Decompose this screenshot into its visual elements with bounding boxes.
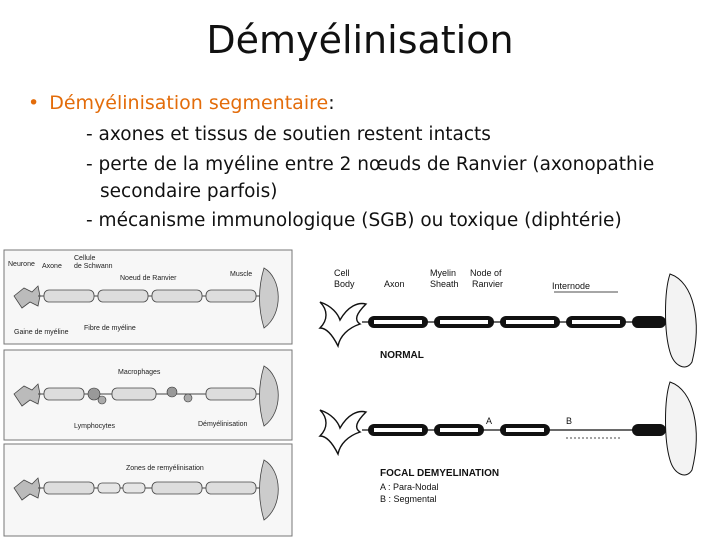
sub-line-4: - mécanisme immunologique (SGB) ou toxiq…: [86, 210, 622, 231]
macrophage-cell: [87, 387, 101, 401]
muscle-shape: [259, 267, 279, 329]
label-macrophages: Macrophages: [118, 369, 161, 376]
label-sheath: Sheath: [430, 279, 459, 289]
label-neurone: Neurone: [8, 261, 35, 268]
lymphocyte-cell: [97, 395, 107, 405]
label-a: A: [486, 416, 492, 426]
myelin-segment: [151, 289, 203, 303]
myelin-segment: [43, 289, 95, 303]
sub-line-3: secondaire parfois): [100, 181, 278, 202]
normal-myelin-row: [368, 316, 666, 328]
label-fibre: Fibre de myéline: [84, 325, 136, 332]
label-b: B: [566, 416, 572, 426]
label-ranvier: Noeud de Ranvier: [120, 275, 177, 282]
sub-line-2: - perte de la myéline entre 2 nœuds de R…: [86, 154, 655, 175]
panel-normal: Neurone Axone Cellule de Schwann Noeud d…: [3, 249, 293, 345]
slide-title: Démyélinisation: [206, 18, 514, 62]
left-demyelination-figure: Neurone Axone Cellule de Schwann Noeud d…: [3, 249, 293, 537]
label-ranvier-en: Ranvier: [472, 279, 503, 289]
bullet-heading: • Démyélinisation segmentaire:: [28, 92, 335, 114]
legend-a: A : Para-Nodal: [380, 482, 439, 492]
label-internode: Internode: [552, 281, 590, 291]
panel-remyelination: Zones de remyélinisation: [3, 443, 293, 537]
label-normal: NORMAL: [380, 350, 424, 361]
sub-line-1: - axones et tissus de soutien restent in…: [86, 124, 491, 145]
label-gaine: Gaine de myéline: [14, 329, 69, 336]
label-muscle: Muscle: [230, 271, 252, 278]
bullet-colon: :: [328, 92, 335, 114]
bullet-dot-icon: •: [28, 92, 40, 114]
bullet-heading-text: Démyélinisation segmentaire: [49, 92, 329, 114]
label-schwann: de Schwann: [74, 263, 113, 270]
focal-demyelination-neuron: A B FOCAL DEMYELINATION A : Para-Nodal B…: [318, 381, 697, 504]
panel-demyelination: Macrophages Lymphocytes Démyélinisation: [3, 349, 293, 441]
label-axone: Axone: [42, 263, 62, 270]
label-myelin: Myelin: [430, 268, 456, 278]
label-node-of: Node of: [470, 268, 502, 278]
label-lymphocytes: Lymphocytes: [74, 423, 115, 430]
label-cellule: Cellule: [74, 255, 96, 262]
muscle-fiber-normal: [665, 273, 697, 368]
myelin-segment: [205, 289, 257, 303]
right-demyelination-figure: Cell Body Axon Myelin Sheath Node of Ran…: [318, 268, 697, 504]
label-cell: Cell: [334, 268, 350, 278]
label-demyelinisation: Démyélinisation: [198, 421, 248, 428]
label-body: Body: [334, 279, 355, 289]
legend-b: B : Segmental: [380, 494, 437, 504]
label-zones: Zones de remyélinisation: [126, 465, 204, 472]
label-axon: Axon: [384, 279, 405, 289]
label-focal: FOCAL DEMYELINATION: [380, 468, 499, 479]
normal-neuron: NORMAL: [318, 273, 697, 368]
myelin-segment: [97, 289, 149, 303]
